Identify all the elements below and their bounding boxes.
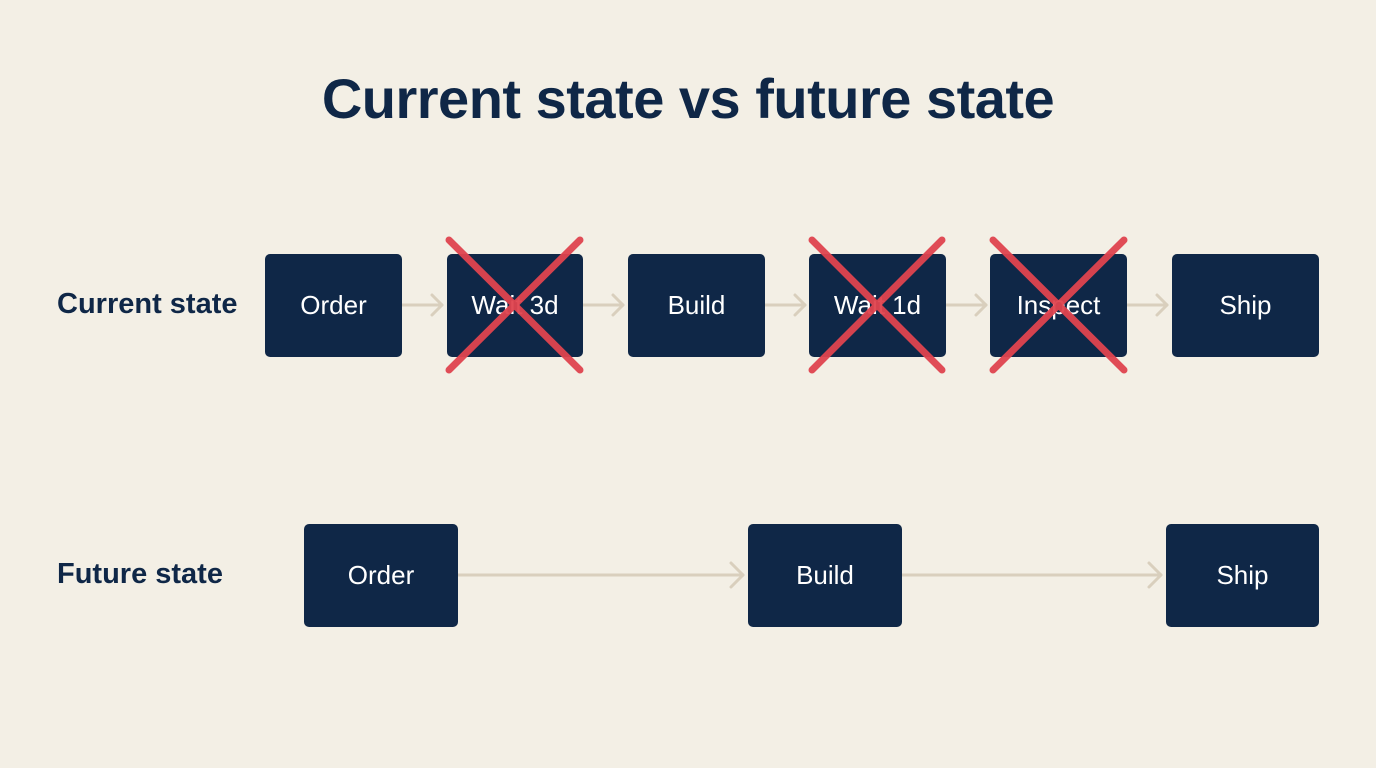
current-step-order: Order	[265, 254, 402, 357]
future-step-ship: Ship	[1166, 524, 1319, 627]
arrow-wait3d-to-build	[581, 293, 625, 317]
future-step-build: Build	[748, 524, 902, 627]
arrow-inspect-to-ship	[1125, 293, 1169, 317]
page-title: Current state vs future state	[321, 67, 1055, 130]
arrow-order-to-wait3d	[400, 293, 444, 317]
current-step-wait-1d: Wait 1d	[809, 254, 946, 357]
current-step-inspect: Inspect	[990, 254, 1127, 357]
future-step-ship-label: Ship	[1216, 560, 1269, 590]
current-step-order-label: Order	[300, 290, 367, 320]
current-step-build: Build	[628, 254, 765, 357]
current-step-wait-1d-label: Wait 1d	[833, 290, 922, 320]
arrow-future-order-to-build	[456, 561, 745, 589]
future-state-label: Future state	[57, 558, 223, 590]
current-step-wait-3d-label: Wait 3d	[471, 290, 559, 320]
current-step-inspect-label: Inspect	[1016, 290, 1101, 320]
arrow-wait1d-to-inspect	[944, 293, 988, 317]
current-step-ship-label: Ship	[1219, 290, 1272, 320]
arrow-future-build-to-ship	[900, 561, 1163, 589]
current-step-wait-3d: Wait 3d	[447, 254, 583, 357]
future-step-order: Order	[304, 524, 458, 627]
future-step-order-label: Order	[347, 560, 415, 590]
current-step-ship: Ship	[1172, 254, 1319, 357]
current-state-label: Current state	[57, 288, 238, 320]
arrow-build-to-wait1d	[763, 293, 807, 317]
future-step-build-label: Build	[796, 560, 854, 590]
current-step-build-label: Build	[667, 290, 726, 320]
